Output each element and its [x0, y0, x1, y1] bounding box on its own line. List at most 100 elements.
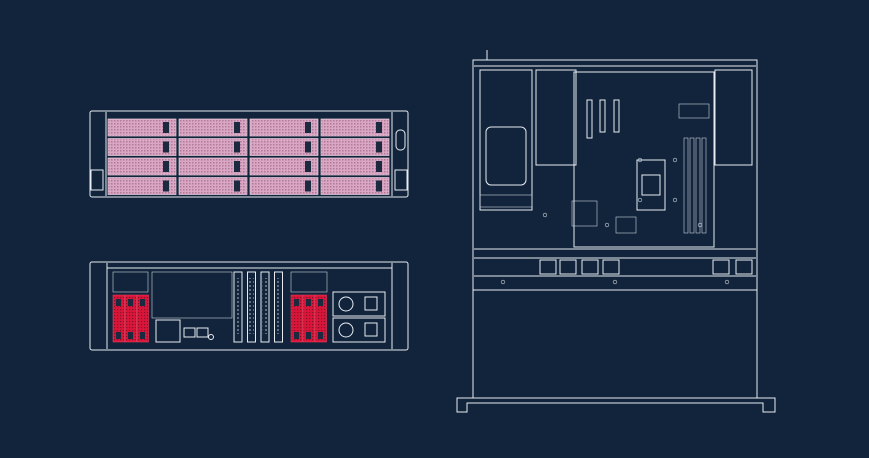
- drive-latch: [305, 161, 311, 172]
- drive-bay: [107, 138, 177, 156]
- vent-grille-right: [290, 271, 328, 293]
- pcie-slot-vent: [262, 278, 268, 334]
- drive-latch: [306, 299, 311, 306]
- drive-bay: [107, 157, 177, 176]
- rear-drive-bay: [314, 294, 327, 343]
- drive-latch: [116, 332, 121, 339]
- left-ear-handle: [90, 169, 104, 191]
- drive-bay: [320, 118, 390, 137]
- drive-bay: [107, 177, 177, 195]
- rear-drive-bay: [136, 294, 149, 343]
- drive-latch: [163, 122, 169, 133]
- screw-icon: [724, 279, 730, 285]
- drive-latch: [294, 299, 299, 306]
- pcie-slot-bracket: [260, 271, 270, 343]
- drive-bay: [178, 177, 248, 195]
- lan-ports: [155, 319, 181, 343]
- drive-latch: [318, 332, 323, 339]
- drive-latch: [128, 332, 133, 339]
- top-view-chassis: [456, 50, 776, 413]
- drive-latch: [128, 299, 133, 306]
- rear-view-chassis: [89, 261, 409, 351]
- pcie-slot-bracket: [274, 271, 283, 343]
- drive-bay: [320, 177, 390, 195]
- psu-1-fan-icon: [338, 296, 354, 312]
- chipset-heatsink: [571, 200, 598, 227]
- drive-latch: [306, 332, 311, 339]
- screw-icon: [604, 222, 610, 228]
- drive-latch: [305, 122, 311, 133]
- dimm-slot: [695, 137, 701, 234]
- io-vent-mesh: [151, 271, 233, 319]
- pcie-slot-vent: [235, 278, 241, 334]
- drive-bay: [249, 118, 319, 137]
- screw-icon: [542, 212, 548, 218]
- psu-2: [332, 317, 386, 343]
- drive-latch: [294, 332, 299, 339]
- fan: [712, 259, 730, 275]
- drive-bay: [178, 138, 248, 156]
- power-supplies: [332, 291, 386, 343]
- rear-drive-bay: [302, 294, 315, 343]
- screw-icon: [612, 279, 618, 285]
- drive-latch: [376, 161, 382, 172]
- screw-icon: [637, 197, 643, 203]
- drive-latch: [163, 161, 169, 172]
- screw-icon: [500, 279, 506, 285]
- drive-latch: [376, 180, 382, 192]
- usb-port-1: [183, 327, 196, 338]
- drive-bay: [107, 118, 177, 137]
- psu-1: [332, 291, 386, 317]
- psu-2-fan-icon: [338, 322, 354, 338]
- drive-bay: [249, 177, 319, 195]
- dimm-slot: [701, 137, 707, 234]
- dimm-slot: [683, 137, 689, 234]
- drive-bay: [320, 157, 390, 176]
- drive-latch: [376, 122, 382, 133]
- drive-latch: [234, 141, 240, 153]
- screw-icon: [637, 157, 643, 163]
- fan: [559, 259, 577, 275]
- fan: [735, 259, 753, 275]
- usb-port-2: [196, 327, 209, 338]
- cpu-socket: [636, 159, 666, 211]
- drive-latch: [234, 161, 240, 172]
- psu-1-power-inlet: [364, 296, 378, 311]
- front-view-chassis: [89, 110, 409, 198]
- drive-latch: [305, 141, 311, 153]
- drive-bay: [249, 138, 319, 156]
- drive-latch: [234, 122, 240, 133]
- drive-latch: [376, 141, 382, 153]
- rear-drive-bay: [112, 294, 125, 343]
- screw-icon: [672, 197, 678, 203]
- fan: [539, 259, 557, 275]
- drive-latch: [116, 299, 121, 306]
- drive-bay: [178, 157, 248, 176]
- pcie-slot-bracket: [247, 271, 256, 343]
- motherboard: [573, 71, 715, 248]
- pcie-slot-vent: [249, 278, 254, 334]
- power-button-icon: [395, 129, 406, 151]
- drive-bay: [178, 118, 248, 137]
- dimm-slot: [689, 137, 695, 234]
- drive-latch: [318, 299, 323, 306]
- front-flange: [456, 397, 776, 413]
- drive-latch: [234, 180, 240, 192]
- screw-icon: [672, 157, 678, 163]
- fan: [581, 259, 599, 275]
- vga-port: [208, 334, 214, 340]
- screw-icon: [697, 222, 703, 228]
- pcie-slot-bracket: [233, 271, 243, 343]
- psu-2-power-inlet: [364, 322, 378, 337]
- drive-latch: [163, 180, 169, 192]
- vent-grille-left: [112, 271, 149, 293]
- drive-latch: [163, 141, 169, 153]
- rear-drive-bay: [290, 294, 303, 343]
- fan: [602, 259, 620, 275]
- pcie-slot-vent: [276, 278, 281, 334]
- drive-bay: [249, 157, 319, 176]
- psu-bay: [479, 69, 533, 211]
- drive-bay: [320, 138, 390, 156]
- right-ear-handle: [394, 169, 408, 191]
